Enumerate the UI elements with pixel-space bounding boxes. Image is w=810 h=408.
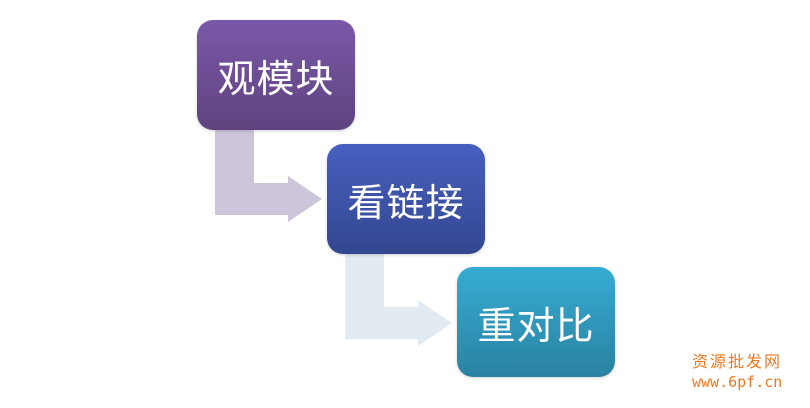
watermark-title: 资源批发网 xyxy=(692,352,783,371)
step-box-check-links: 看链接 xyxy=(327,144,485,254)
bent-arrow-1 xyxy=(215,130,322,222)
watermark-url: www.6pf.cn xyxy=(692,373,783,391)
watermark: 资源批发网 www.6pf.cn xyxy=(692,352,782,392)
step-box-observe-module: 观模块 xyxy=(197,20,355,130)
step-label: 重对比 xyxy=(477,303,595,348)
bent-arrow-2 xyxy=(345,253,452,346)
step-box-compare: 重对比 xyxy=(457,267,615,377)
step-label: 观模块 xyxy=(217,56,335,101)
step-label: 看链接 xyxy=(347,180,465,225)
